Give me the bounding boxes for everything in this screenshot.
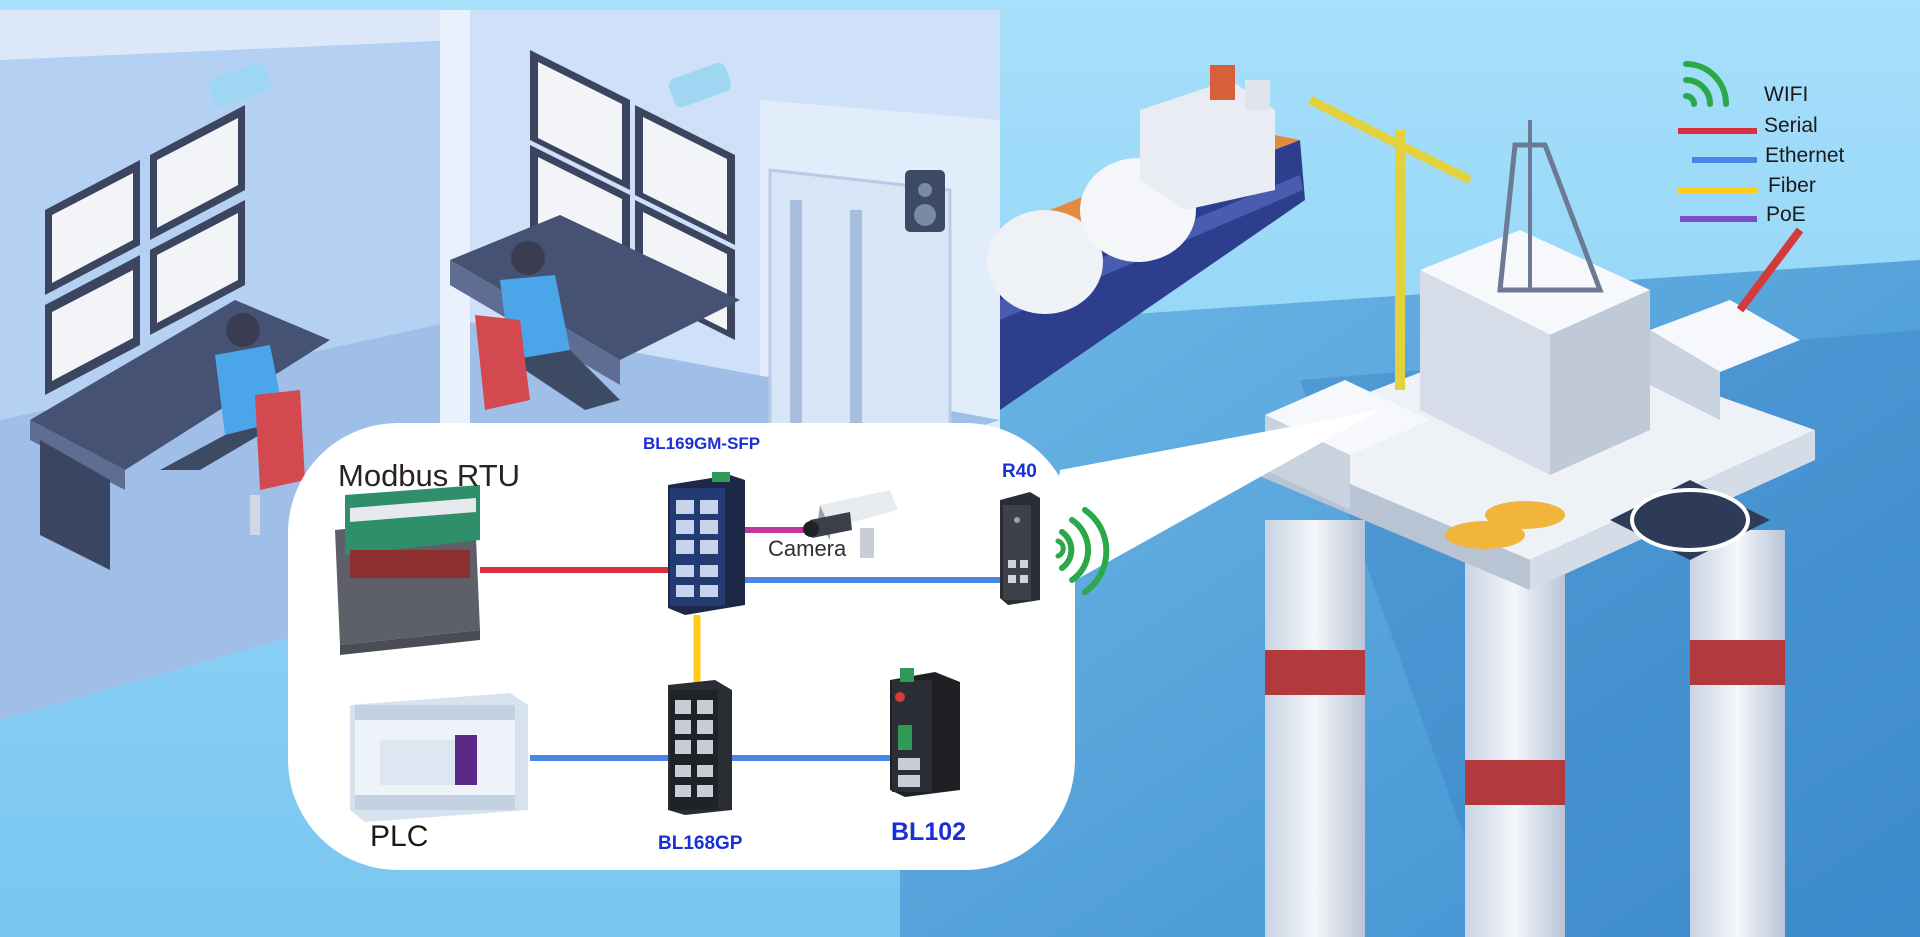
lng-ship xyxy=(987,65,1305,410)
oil-platform xyxy=(1245,95,1815,937)
legend-serial-label: Serial xyxy=(1764,114,1818,137)
plc-device xyxy=(350,693,528,822)
modbus-rtu-device xyxy=(335,485,480,655)
gateway-bl102 xyxy=(890,668,960,797)
bl169gm-sfp-label: BL169GM-SFP xyxy=(643,434,761,453)
plc-label: PLC xyxy=(370,820,429,853)
network-links xyxy=(480,527,1000,761)
legend-poe-label: PoE xyxy=(1766,203,1806,226)
camera-device xyxy=(803,490,898,558)
bl168gp-label: BL168GP xyxy=(658,833,743,854)
callout-pointer xyxy=(1040,410,1380,600)
bl102-label: BL102 xyxy=(891,818,967,846)
switch-bl168gp xyxy=(668,680,732,815)
legend-wifi-label: WIFI xyxy=(1764,83,1809,106)
modbus-rtu-label: Modbus RTU xyxy=(338,458,521,493)
legend-ethernet-label: Ethernet xyxy=(1765,144,1845,167)
router-r40 xyxy=(1000,492,1040,605)
legend-wifi-icon xyxy=(1683,61,1729,107)
r40-label: R40 xyxy=(1002,461,1037,482)
legend-fiber-label: Fiber xyxy=(1768,174,1816,197)
wifi-signal-icon xyxy=(1055,507,1110,595)
switch-bl169gm-sfp xyxy=(668,472,745,615)
camera-label: Camera xyxy=(768,536,847,561)
legend xyxy=(1678,61,1757,222)
